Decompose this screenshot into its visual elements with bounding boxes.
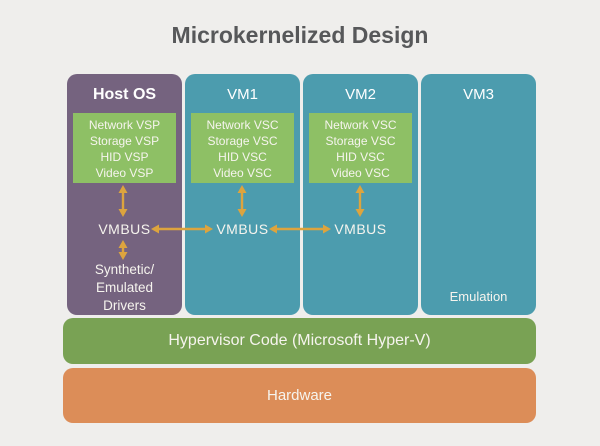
component-label-storage-vsp: Storage VSP [89, 134, 160, 148]
component-label-network-vsp: Network VSP [88, 118, 161, 132]
vm2-label: VM2 [345, 86, 376, 103]
host-os-drivers-label: Synthetic/ Emulated Drivers [67, 261, 182, 315]
hypervisor-label: Hypervisor Code (Microsoft Hyper-V) [168, 332, 431, 349]
hypervisor-layer: Hypervisor Code (Microsoft Hyper-V) [63, 318, 536, 364]
vm2-vsc-box: Network VSC Storage VSC HID VSC Video VS… [309, 113, 412, 183]
hardware-layer: Hardware [63, 368, 536, 423]
component-label-storage-vsc: Storage VSC [325, 134, 396, 148]
host-os-label: Host OS [92, 86, 157, 103]
page-title: Microkernelized Design [171, 22, 429, 48]
drivers-line-3: Drivers [103, 298, 146, 313]
component-label-video-vsp: Video VSP [95, 166, 154, 180]
vm3-emulation-label: Emulation [449, 289, 508, 304]
component-label-hid-vsp: HID VSP [100, 150, 149, 164]
column-vm3: VM3 Emulation [421, 74, 536, 315]
column-host-os: Host OS Network VSP Storage VSP HID VSP … [67, 74, 182, 315]
column-vm2: VM2 Network VSC Storage VSC HID VSC Vide… [303, 74, 418, 315]
vm2-vmbus-label: VMBUS [334, 221, 387, 237]
drivers-line-2: Emulated [95, 280, 154, 295]
component-label-network-vsc: Network VSC [206, 118, 279, 132]
vm1-vsc-box: Network VSC Storage VSC HID VSC Video VS… [191, 113, 294, 183]
component-label-video-vsc: Video VSC [331, 166, 390, 180]
vm1-label: VM1 [227, 86, 258, 103]
column-vm1: VM1 Network VSC Storage VSC HID VSC Vide… [185, 74, 300, 315]
component-label-storage-vsc: Storage VSC [207, 134, 278, 148]
host-os-vsp-box: Network VSP Storage VSP HID VSP Video VS… [73, 113, 176, 183]
component-label-network-vsc: Network VSC [324, 118, 397, 132]
host-os-vmbus-label: VMBUS [98, 221, 151, 237]
component-label-video-vsc: Video VSC [213, 166, 272, 180]
component-label-hid-vsc: HID VSC [336, 150, 385, 164]
vm1-vmbus-label: VMBUS [216, 221, 269, 237]
hardware-label: Hardware [266, 387, 333, 404]
vm3-label: VM3 [463, 86, 494, 103]
component-label-hid-vsc: HID VSC [218, 150, 267, 164]
drivers-line-1: Synthetic/ [94, 262, 155, 277]
